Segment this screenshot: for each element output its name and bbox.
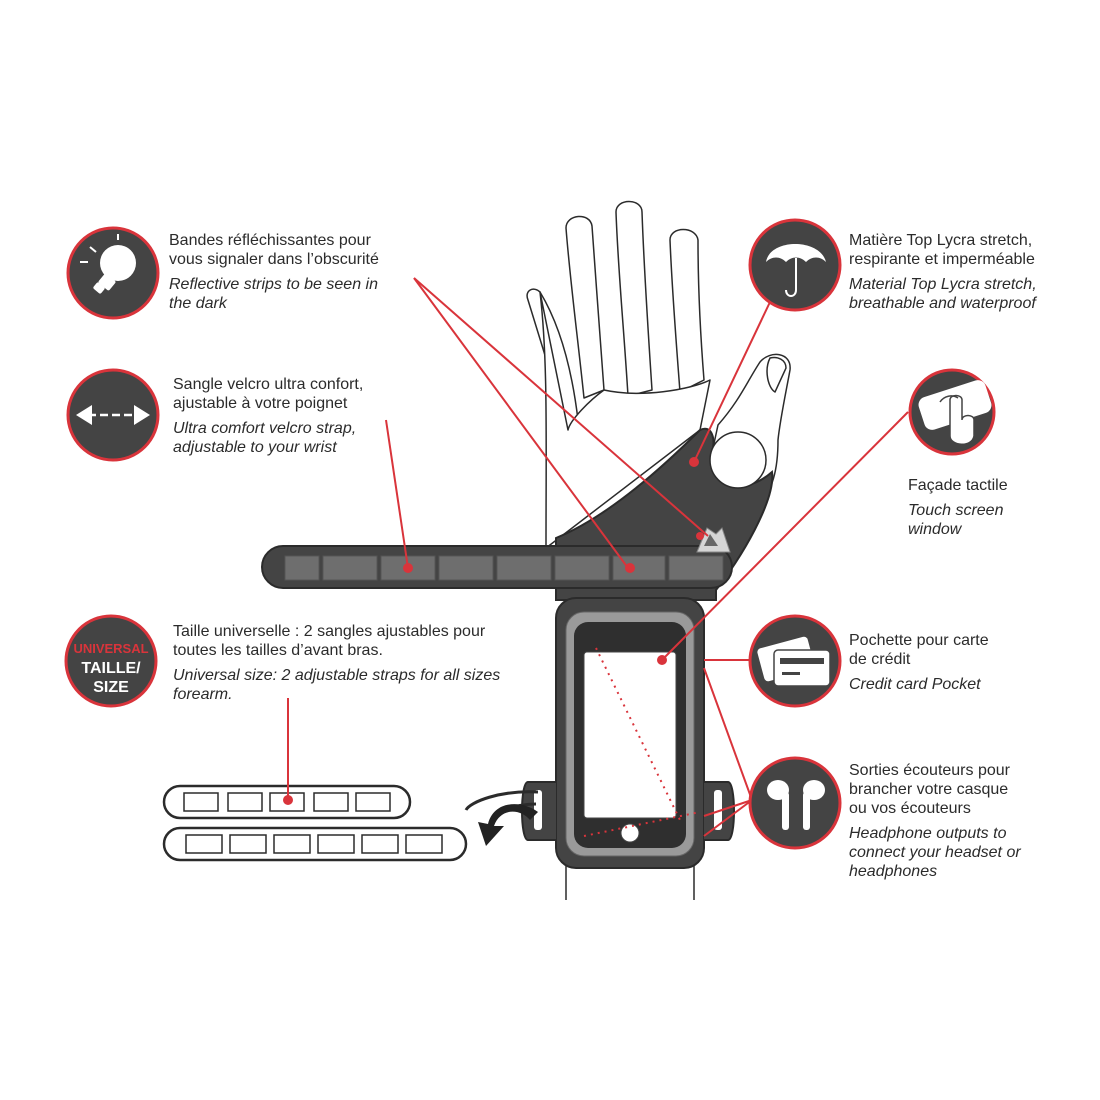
reflective-en-line-1: Reflective strips to be seen in	[169, 276, 378, 293]
earbuds-icon	[767, 780, 825, 830]
headphones-fr-line-2: brancher votre casque	[849, 781, 1009, 798]
universal-fr-line-1: Taille universelle : 2 sangles ajustable…	[173, 623, 486, 640]
badge-line-2: TAILLE/	[81, 660, 141, 677]
card-en-line-1: Credit card Pocket	[849, 676, 981, 693]
umbrella-badge	[748, 218, 842, 312]
lycra-en-line-2: breathable and waterproof	[849, 295, 1036, 312]
headphones-en-line-3: headphones	[849, 863, 938, 880]
card-fr-line-1: Pochette pour carte	[849, 632, 989, 649]
umbrella-icon	[766, 244, 826, 297]
reflective-fr-line-1: Bandes réfléchissantes pour	[169, 232, 371, 249]
feature-velcro: Sangle velcro ultra confort, ajustable à…	[173, 375, 363, 457]
light-bulb-icon	[80, 234, 136, 294]
double-arrow-icon	[76, 405, 150, 425]
headphones-fr-line-1: Sorties écouteurs pour	[849, 762, 1010, 779]
lycra-fr-line-1: Matière Top Lycra stretch,	[849, 232, 1033, 249]
index-finger	[669, 228, 705, 393]
feature-touch: Façade tactile Touch screen window	[908, 476, 1008, 539]
credit-card-badge	[748, 614, 842, 708]
feature-lycra: Matière Top Lycra stretch, respirante et…	[849, 231, 1037, 313]
reflective-en-line-2: the dark	[169, 295, 227, 312]
callout-lines	[287, 277, 909, 837]
armband-illustration	[261, 427, 774, 869]
touch-badge	[908, 368, 996, 456]
feature-card: Pochette pour carte de crédit Credit car…	[849, 631, 989, 694]
velcro-fr-line-1: Sangle velcro ultra confort,	[173, 376, 364, 393]
hand-illustration	[526, 200, 791, 900]
palm	[539, 291, 711, 549]
feature-reflective: Bandes réfléchissantes pour vous signale…	[169, 231, 379, 313]
screen-dotted-lines	[583, 647, 701, 837]
card-fr-line-2: de crédit	[849, 651, 911, 668]
light-bulb-badge	[66, 226, 160, 320]
velcro-en-line-1: Ultra comfort velcro strap,	[173, 420, 357, 437]
reflective-fr-line-2: vous signaler dans l’obscurité	[169, 251, 379, 268]
lycra-en-line-1: Material Top Lycra stretch,	[849, 276, 1037, 293]
velcro-en-line-2: adjustable to your wrist	[173, 439, 337, 456]
headphones-en-line-1: Headphone outputs to	[849, 825, 1007, 842]
callout-dots	[283, 457, 704, 805]
touch-screen	[583, 651, 677, 819]
earbuds-badge	[748, 756, 842, 850]
touch-fr-line-1: Façade tactile	[908, 477, 1008, 494]
double-arrow-badge	[66, 368, 160, 462]
credit-card-icon	[757, 636, 831, 687]
middle-finger	[615, 200, 653, 397]
headphones-fr-line-3: ou vos écouteurs	[849, 800, 971, 817]
badge-line-1: UNIVERSAL	[73, 641, 148, 656]
headphones-en-line-2: connect your headset or	[849, 844, 1021, 861]
velcro-fr-line-2: ajustable à votre poignet	[173, 395, 348, 412]
touch-en-line-2: window	[908, 521, 962, 538]
universal-fr-line-2: toutes les tailles d’avant bras.	[173, 642, 383, 659]
universal-size-badge: UNIVERSAL TAILLE/ SIZE	[64, 614, 158, 708]
feature-headphones: Sorties écouteurs pour brancher votre ca…	[849, 761, 1021, 881]
badge-line-3: SIZE	[93, 679, 129, 696]
thumb-hole	[709, 431, 767, 489]
feature-universal: Taille universelle : 2 sangles ajustable…	[173, 622, 500, 704]
reflective-cells	[284, 555, 724, 581]
touch-en-line-1: Touch screen	[908, 502, 1004, 519]
ring-finger	[565, 215, 605, 399]
spare-straps	[162, 784, 468, 862]
universal-en-line-1: Universal size: 2 adjustable straps for …	[173, 667, 501, 684]
curved-arrow-icon	[478, 804, 538, 846]
universal-en-line-2: forearm.	[173, 686, 233, 703]
lycra-fr-line-2: respirante et imperméable	[849, 251, 1035, 268]
home-button	[620, 823, 640, 843]
touch-hand-icon	[918, 380, 992, 445]
